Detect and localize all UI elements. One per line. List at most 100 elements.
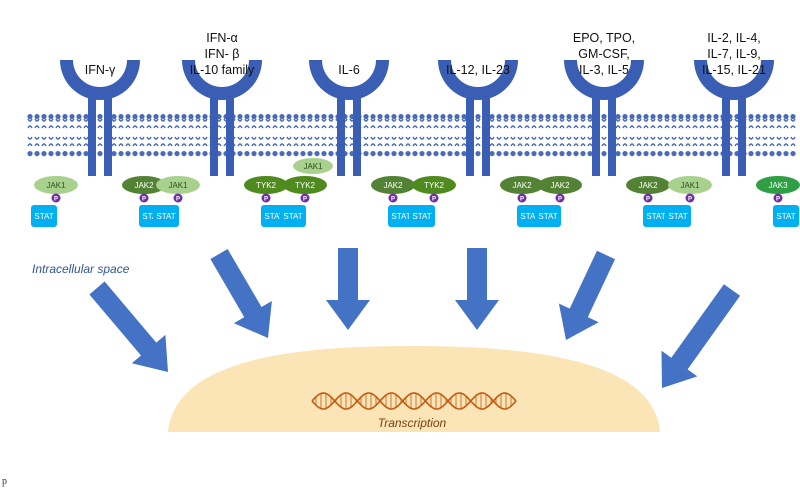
stat-label: STAT — [776, 212, 795, 221]
dna-helix-icon — [311, 392, 517, 410]
ligand-label-il6: IL-6 — [338, 63, 360, 77]
phospho-site: P — [300, 193, 310, 203]
stat-label: STAT — [391, 212, 410, 221]
receptor-stem-right — [738, 94, 746, 176]
kinase-label: JAK1 — [303, 162, 323, 171]
kinase-tyk2-right: TYK2 — [244, 176, 288, 194]
kinase-tyk2-left: TYK2 — [412, 176, 456, 194]
stat-box: STAT — [773, 205, 799, 227]
receptor-3 — [309, 60, 389, 176]
kinase-label: JAK2 — [383, 181, 403, 190]
kinase-ellipse — [283, 176, 327, 194]
stat-box: STAT — [643, 205, 669, 227]
phospho-label: P — [558, 197, 562, 203]
stat-box: STAT — [535, 205, 561, 227]
phospho-label: P — [264, 197, 268, 203]
stat-rect — [388, 205, 414, 227]
receptor-stem-left — [88, 94, 96, 176]
nucleus-shape — [168, 346, 660, 432]
phospho-label: P — [391, 197, 395, 203]
phospho-label: P — [688, 197, 692, 203]
kinase-ellipse — [156, 176, 200, 194]
phospho-site: P — [429, 193, 439, 203]
lipid-tails — [27, 118, 796, 147]
phospho-label: P — [432, 197, 436, 203]
phospho-label: P — [54, 197, 58, 203]
kinase-ellipse — [293, 158, 333, 174]
phospho-site: P — [139, 193, 149, 203]
kinase-label: JAK1 — [46, 181, 66, 190]
ligand-label-il12-il23: IL-12, IL-23 — [446, 63, 510, 77]
cell-membrane — [27, 114, 796, 157]
receptor-1 — [60, 60, 140, 176]
signal-arrows — [89, 248, 741, 388]
kinase-ellipse — [538, 176, 582, 194]
receptor-5 — [564, 60, 644, 176]
kinase-label: JAK1 — [168, 181, 188, 190]
phospho-site: P — [51, 193, 61, 203]
receptor-cup — [438, 60, 518, 100]
kinase-jak1-extra: JAK1 — [293, 158, 333, 174]
receptors — [60, 60, 774, 176]
kinase-label: JAK2 — [550, 181, 570, 190]
stat-rect — [773, 205, 799, 227]
receptor-cup — [309, 60, 389, 100]
kinase-jak2-right: JAK2 — [626, 176, 670, 194]
receptor-2 — [182, 60, 262, 176]
phospho-dot — [139, 193, 149, 203]
kinase-label: JAK1 — [680, 181, 700, 190]
lipid-tail-row — [27, 136, 796, 140]
stat-box: STAT — [280, 205, 306, 227]
arrow-1 — [89, 281, 168, 372]
phospho-label: P — [176, 197, 180, 203]
kinase-jak1-left: JAK1 — [156, 176, 200, 194]
phospho-dot — [261, 193, 271, 203]
phospho-label: P — [776, 197, 780, 203]
transcription-label: Transcription — [377, 416, 447, 430]
lipid-tail-row — [27, 125, 796, 129]
receptor-4 — [438, 60, 518, 176]
lipid-tail-row — [27, 118, 796, 122]
kinases: JAK1PSTATJAK2PSTATJAK1PSTATTYK2PSTATTYK2… — [31, 158, 800, 227]
kinase-ellipse — [34, 176, 78, 194]
receptor-cup — [182, 60, 262, 100]
stat-rect — [643, 205, 669, 227]
phospho-dot — [685, 193, 695, 203]
kinase-ellipse — [500, 176, 544, 194]
kinase-label: JAK2 — [134, 181, 154, 190]
nucleus — [168, 346, 660, 432]
stat-rect — [665, 205, 691, 227]
ligand-label-il2-family: IL-2, IL-4,IL-7, IL-9,IL-15, IL-21 — [702, 31, 766, 77]
phospho-site: P — [517, 193, 527, 203]
dna-rungs — [315, 393, 512, 409]
arrow-3 — [326, 248, 370, 330]
phospho-site: P — [555, 193, 565, 203]
arrow-5 — [558, 250, 615, 340]
stat-rect — [280, 205, 306, 227]
kinase-ellipse — [122, 176, 166, 194]
receptor-stem-left — [592, 94, 600, 176]
phospho-site: P — [643, 193, 653, 203]
stat-label: STAT — [283, 212, 302, 221]
receptor-stem-right — [482, 94, 490, 176]
receptor-stem-right — [226, 94, 234, 176]
receptor-stem-right — [608, 94, 616, 176]
receptor-stem-right — [353, 94, 361, 176]
intracellular-space-label: Intracellular space — [32, 262, 130, 276]
stat-label: STAT — [412, 212, 431, 221]
receptor-cup — [694, 60, 774, 100]
stat-label: STAT — [520, 212, 539, 221]
phospho-site: P — [261, 193, 271, 203]
kinase-ellipse — [668, 176, 712, 194]
phospho-dot — [643, 193, 653, 203]
phospho-dot — [51, 193, 61, 203]
receptor-6 — [694, 60, 774, 176]
stat-rect — [409, 205, 435, 227]
kinase-ellipse — [371, 176, 415, 194]
stat-label: STAT — [142, 212, 161, 221]
stat-label: STAT — [156, 212, 175, 221]
stat-label: STAT — [264, 212, 283, 221]
kinase-jak1-left: JAK1 — [34, 176, 78, 194]
